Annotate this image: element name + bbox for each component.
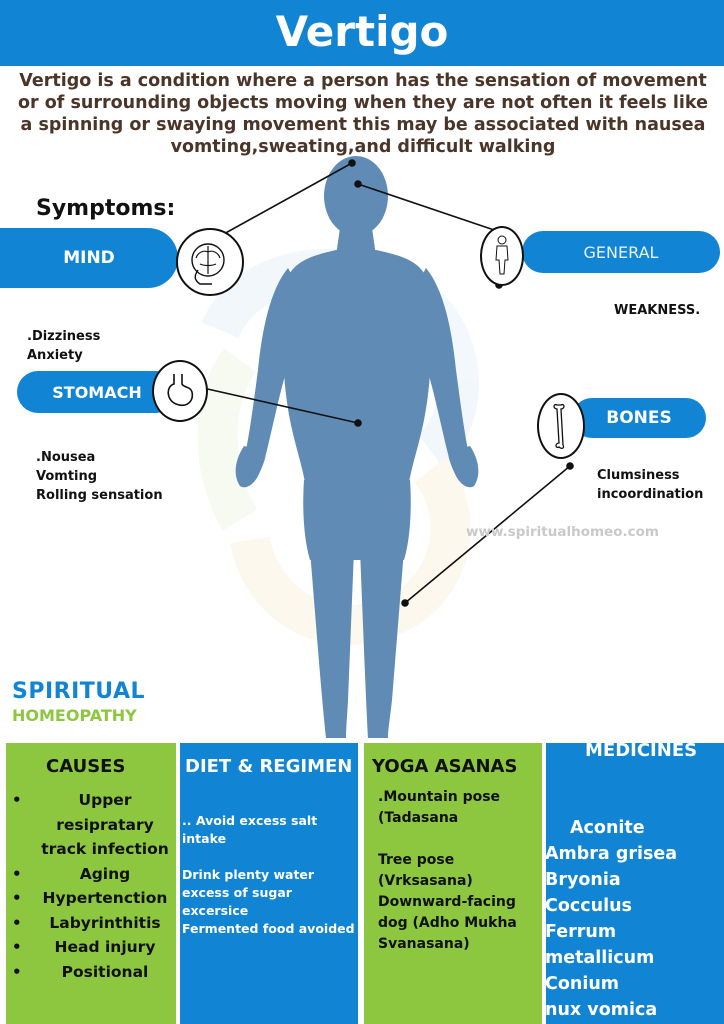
stomach-icon: [152, 360, 208, 422]
general-note: WEAKNESS.: [614, 303, 701, 318]
diet-line: excersice: [182, 903, 249, 918]
yoga-line: .Mountain pose: [378, 789, 501, 805]
medicine-item: Bryonia: [545, 870, 621, 890]
stomach-notes: .Nousea Vomting Rolling sensation: [36, 448, 163, 505]
page-title: Vertigo: [275, 7, 449, 56]
list-item: Upper resipratary track infection: [12, 788, 176, 862]
diet-heading: DIET & REGIMEN: [185, 756, 353, 777]
mind-note: .Dizziness: [27, 329, 101, 344]
bones-label: BONES: [572, 398, 706, 438]
diet-list: .. Avoid excess salt intake Drink plenty…: [182, 812, 355, 938]
diet-spacer: [182, 848, 355, 866]
brand-logo-line2: HOMEOPATHY: [12, 706, 137, 725]
brand-logo-line1: SPIRITUAL: [12, 679, 146, 704]
medicine-item: nux vomica: [545, 1000, 658, 1020]
diet-line: .. Avoid excess salt: [182, 813, 318, 828]
medicine-item: Conium: [545, 974, 620, 994]
yoga-line: Downward-facing: [378, 894, 516, 910]
symptoms-heading: Symptoms:: [36, 196, 176, 221]
bone-icon: [537, 393, 585, 459]
general-label: GENERAL: [522, 231, 720, 273]
list-item: Labyrinthitis: [12, 911, 176, 936]
causes-list: Upper resipratary track infection Aging …: [12, 788, 176, 984]
medicines-panel: [546, 743, 724, 1024]
list-item: Head injury: [12, 935, 176, 960]
stomach-note: Vomting: [36, 469, 98, 484]
brain-icon: [176, 228, 244, 296]
list-item: Hypertenction: [12, 886, 176, 911]
medicine-item: Ferrum: [545, 922, 617, 942]
diet-panel: [180, 743, 358, 1024]
yoga-list: .Mountain pose (Tadasana Tree pose (Vrks…: [378, 787, 517, 955]
medicine-item: Ambra grisea: [545, 844, 678, 864]
mind-label: MIND: [0, 228, 178, 288]
bones-note: Clumsiness: [597, 468, 680, 483]
yoga-line: (Vrksasana): [378, 873, 473, 889]
medicine-item: metallicum: [545, 948, 655, 968]
mind-notes: .Dizziness Anxiety: [27, 327, 100, 365]
intro-paragraph: Vertigo is a condition where a person ha…: [18, 70, 708, 158]
yoga-line: dog (Adho Mukha: [378, 915, 517, 931]
diet-line: Fermented food avoided: [182, 921, 355, 936]
medicines-heading: MEDICINES: [585, 740, 698, 761]
yoga-line: Svanasana): [378, 936, 470, 952]
stomach-note: Rolling sensation: [36, 488, 163, 503]
stomach-label: STOMACH: [17, 371, 177, 413]
watermark-url: www.spiritualhomeo.com: [466, 524, 659, 540]
intro-line: a spinning or swaying movement this may …: [20, 115, 706, 135]
list-item: Aging: [12, 862, 176, 887]
connector-lines: [199, 159, 574, 607]
causes-heading: CAUSES: [46, 756, 126, 777]
bones-notes: Clumsiness incoordination: [597, 466, 703, 504]
stomach-note: .Nousea: [36, 450, 96, 465]
human-silhouette: [235, 156, 479, 738]
medicine-item: Cocculus: [545, 896, 632, 916]
medicine-first: Aconite: [570, 818, 645, 838]
diet-line: excess of sugar: [182, 885, 292, 900]
bones-note: incoordination: [597, 487, 704, 502]
medicines-list: Ambra grisea Bryonia Cocculus Ferrum met…: [545, 841, 677, 1023]
list-item: Positional: [12, 960, 176, 985]
intro-line: or of surrounding objects moving when th…: [18, 93, 708, 113]
yoga-line: Tree pose: [378, 852, 455, 868]
body-illustration: [197, 156, 574, 738]
person-outline-icon: [480, 226, 524, 286]
yoga-panel: [364, 743, 542, 1024]
diet-line: intake: [182, 831, 227, 846]
title-banner: [0, 0, 724, 66]
diet-line: Drink plenty water: [182, 867, 315, 882]
yoga-line: (Tadasana: [378, 810, 459, 826]
intro-line: vomting,sweating,and difficult walking: [170, 137, 556, 157]
yoga-heading: YOGA ASANAS: [372, 756, 518, 777]
intro-line: Vertigo is a condition where a person ha…: [19, 71, 707, 91]
mind-note: Anxiety: [27, 348, 83, 363]
yoga-spacer: [378, 829, 517, 850]
